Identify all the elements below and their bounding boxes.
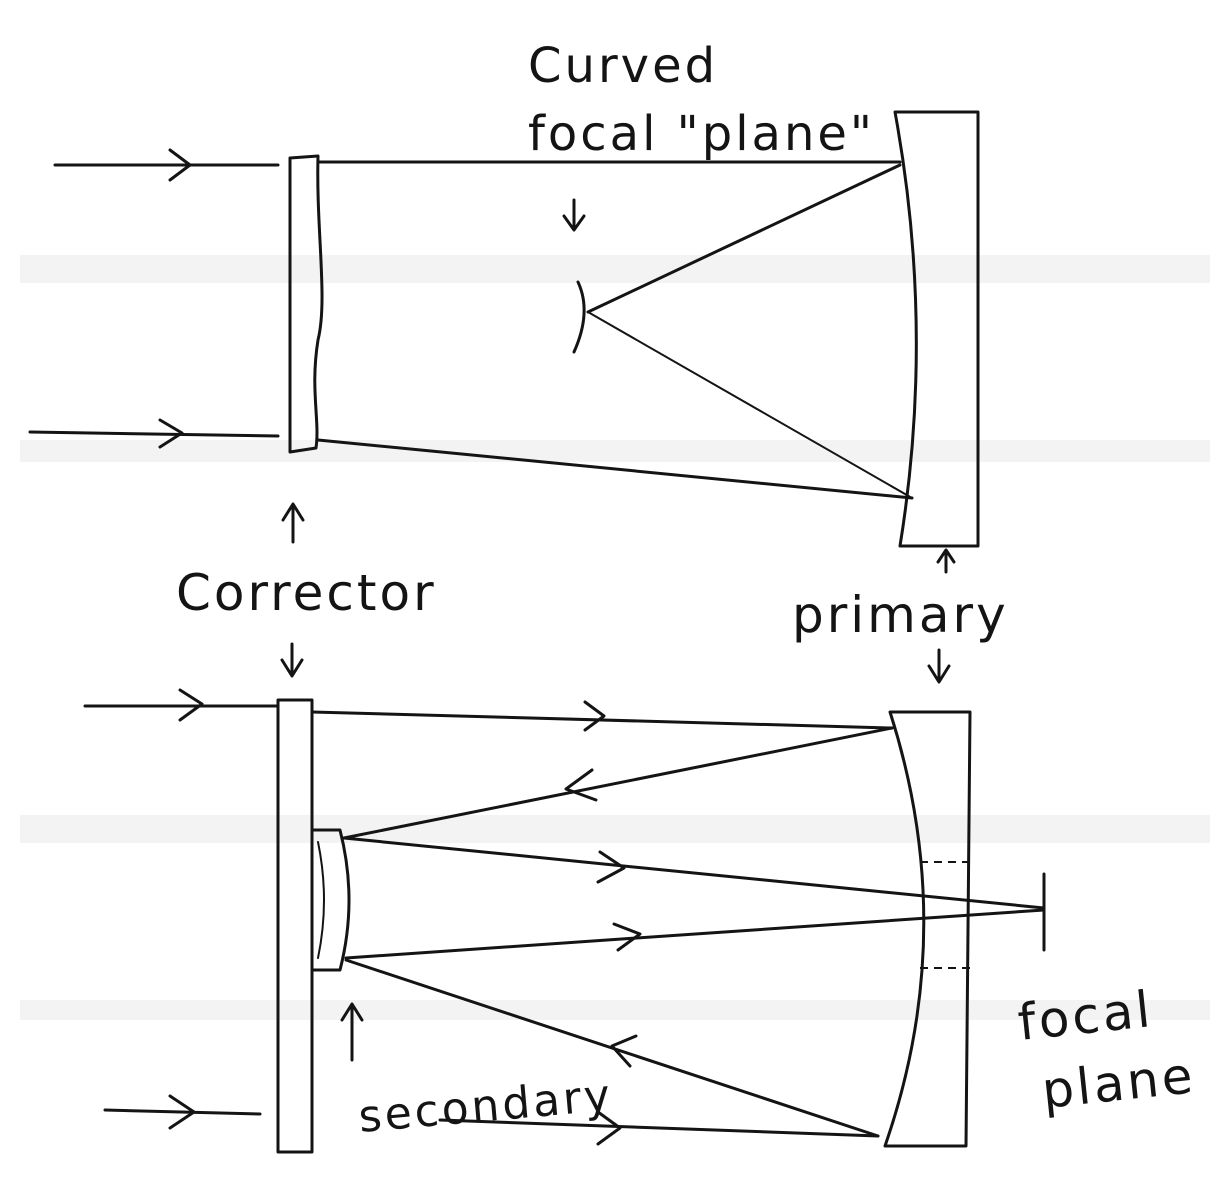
secondary-inner-curve	[317, 841, 325, 959]
focal-plane-label-line2: plane	[1039, 1046, 1198, 1120]
bottom-incoming-ray-lower	[103, 1108, 262, 1116]
down-arrow-icon	[280, 642, 304, 678]
arrowhead-icon	[158, 418, 184, 449]
down-arrow-icon	[562, 198, 586, 232]
bottom-secondary-ray-upper	[342, 836, 1046, 910]
primary-label: primary	[792, 586, 1009, 644]
bottom-reflected-ray-upper	[342, 726, 894, 840]
bottom-primary-mirror	[883, 710, 972, 1148]
bottom-ray-to-primary-lower	[438, 1118, 880, 1138]
down-arrow-icon	[927, 648, 951, 684]
arrowhead-icon	[168, 1094, 196, 1130]
up-arrow-icon	[281, 502, 305, 544]
bottom-secondary-ray-lower	[344, 908, 1046, 960]
secondary-label: secondary	[357, 1070, 615, 1143]
arrowhead-icon	[168, 148, 192, 182]
top-corrector-plate	[288, 154, 324, 454]
arrowhead-icon	[596, 1110, 622, 1146]
arrowhead-icon	[610, 1034, 638, 1068]
curved-focal-plane-label-line1: Curved	[528, 38, 718, 94]
scan-smudge	[20, 255, 1210, 283]
top-incoming-ray-lower	[28, 430, 280, 438]
bottom-corrector-plate	[276, 698, 314, 1154]
top-reflected-ray-lower	[587, 311, 913, 499]
top-reflected-ray-upper	[586, 163, 902, 314]
bottom-ray-to-primary-upper	[310, 710, 894, 730]
corrector-label: Corrector	[176, 564, 437, 622]
curved-focal-surface	[572, 280, 586, 354]
arrowhead-icon	[583, 700, 606, 732]
scan-smudge	[20, 440, 1210, 462]
up-arrow-icon	[340, 1002, 364, 1062]
focal-plane-label-line1: focal	[1015, 980, 1156, 1052]
top-primary-mirror	[893, 110, 980, 548]
schmidt-camera-diagram: Curved focal "plane"	[28, 38, 980, 574]
curved-focal-plane-label-line2: focal "plane"	[528, 106, 875, 162]
bottom-secondary-mirror	[310, 828, 351, 972]
arrowhead-icon	[596, 850, 626, 884]
arrowhead-icon	[612, 922, 642, 952]
scan-smudge	[20, 815, 1210, 843]
top-ray-to-primary-lower	[316, 438, 914, 500]
arrowhead-icon	[178, 688, 204, 722]
arrowhead-icon	[564, 768, 598, 802]
schmidt-cassegrain-diagram	[83, 642, 1046, 1154]
scan-smudge	[20, 1000, 1210, 1020]
up-arrow-icon	[936, 548, 956, 574]
